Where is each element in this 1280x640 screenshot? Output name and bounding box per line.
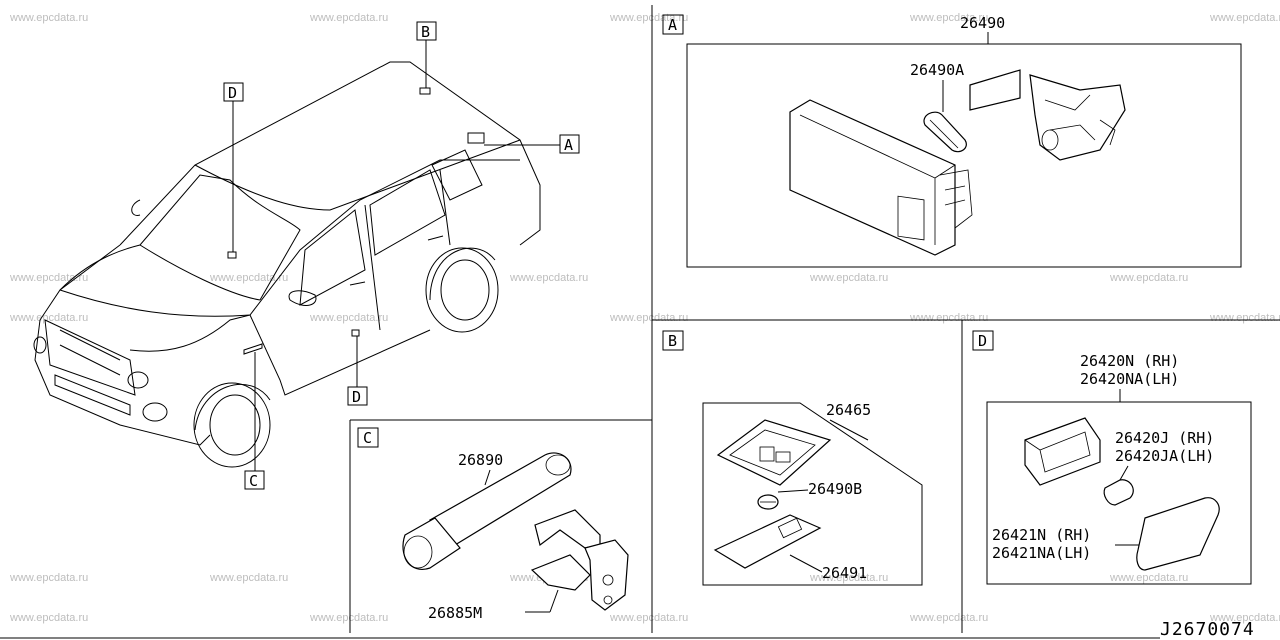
watermark: www.epcdata.ru	[509, 272, 588, 284]
watermark: www.epcdata.ru	[9, 612, 88, 624]
panel-d-letter-box	[972, 330, 994, 351]
label-26890: 26890	[458, 451, 503, 469]
watermark: www.epcdata.ru	[9, 12, 88, 24]
watermark: www.epcdata.ru	[1109, 272, 1188, 284]
flashlight-26890	[402, 452, 572, 570]
watermark: www.epcdata.ru	[609, 612, 688, 624]
label-26465: 26465	[826, 401, 871, 419]
watermark: www.epcdata.ru	[909, 312, 988, 324]
vehicle-callouts: B A D D C	[223, 21, 580, 490]
watermark: www.epcdata.ru	[309, 612, 388, 624]
watermark: www.epcdata.ru	[809, 272, 888, 284]
panel-b-assembly-box	[702, 402, 923, 586]
panel-c-letter: C	[363, 429, 372, 447]
callout-d-lower: D	[352, 388, 361, 406]
courtesy-lamp-lens	[1136, 497, 1220, 571]
diagram-reference: J2670074	[1160, 619, 1255, 640]
bulb-26490B	[757, 494, 779, 510]
watermark: www.epcdata.ru	[1109, 572, 1188, 584]
watermark: www.epcdata.ru	[209, 272, 288, 284]
map-lamp-lens	[713, 514, 822, 569]
panel-c: C 26890 26885M	[357, 427, 629, 622]
watermark: www.epcdata.ru	[809, 572, 888, 584]
vehicle-illustration	[33, 61, 541, 468]
watermarks: www.epcdata.ru www.epcdata.ru www.epcdat…	[9, 12, 1280, 624]
label-26490: 26490	[960, 14, 1005, 32]
callout-box-a	[559, 134, 580, 154]
label-26490A: 26490A	[910, 61, 964, 79]
callout-box-d-upper	[223, 82, 244, 102]
bulb-26490A	[923, 111, 967, 153]
lamp-bracket	[969, 69, 1126, 161]
watermark: www.epcdata.ru	[609, 312, 688, 324]
panel-a-letter: A	[668, 16, 677, 34]
map-lamp-housing	[716, 419, 832, 486]
panel-b-letter: B	[668, 332, 677, 350]
callout-c: C	[249, 472, 258, 490]
watermark: www.epcdata.ru	[309, 312, 388, 324]
panel-dividers	[0, 5, 1280, 639]
watermark: www.epcdata.ru	[909, 12, 988, 24]
watermark: www.epcdata.ru	[209, 572, 288, 584]
callout-box-c	[244, 470, 265, 490]
interior-lamp-housing	[789, 99, 973, 256]
panel-a-assembly-box	[686, 43, 1242, 268]
callout-b: B	[421, 23, 430, 41]
watermark: www.epcdata.ru	[1209, 612, 1280, 624]
callout-box-d-lower	[347, 386, 368, 406]
label-26885M: 26885M	[428, 604, 482, 622]
watermark: www.epcdata.ru	[9, 312, 88, 324]
label-26420N: 26420N (RH)	[1080, 352, 1179, 370]
label-26420JA: 26420JA(LH)	[1115, 447, 1214, 465]
panel-b-letter-box	[662, 330, 684, 351]
label-26490B: 26490B	[808, 480, 862, 498]
watermark: www.epcdata.ru	[909, 612, 988, 624]
label-26420J: 26420J (RH)	[1115, 429, 1214, 447]
courtesy-lamp-housing	[1024, 417, 1101, 486]
panel-d-assembly-box	[986, 401, 1252, 585]
flashlight-bracket-26885M	[530, 509, 629, 611]
label-26420NA: 26420NA(LH)	[1080, 370, 1179, 388]
label-26491: 26491	[822, 564, 867, 582]
panel-d: D 26420N (RH) 26420NA(LH) 26420J (RH) 26…	[972, 330, 1252, 585]
panel-c-letter-box	[357, 427, 379, 448]
label-26421N: 26421N (RH)	[992, 526, 1091, 544]
panel-d-letter: D	[978, 332, 987, 350]
watermark: www.epcdata.ru	[1209, 12, 1280, 24]
watermark: www.epcdata.ru	[1209, 312, 1280, 324]
callout-a: A	[564, 136, 573, 154]
bulb-26420J	[1103, 479, 1134, 506]
panel-b: B 26465 26490B 26491	[662, 330, 923, 586]
panel-a: A 26490 26490A	[662, 14, 1242, 268]
panel-a-letter-box	[662, 14, 684, 35]
callout-box-b	[416, 21, 437, 41]
label-26421NA: 26421NA(LH)	[992, 544, 1091, 562]
watermark: www.epcdata.ru	[9, 272, 88, 284]
watermark: www.epcdata.ru	[309, 12, 388, 24]
watermark: www.epcdata.ru	[9, 572, 88, 584]
callout-d-upper: D	[228, 84, 237, 102]
